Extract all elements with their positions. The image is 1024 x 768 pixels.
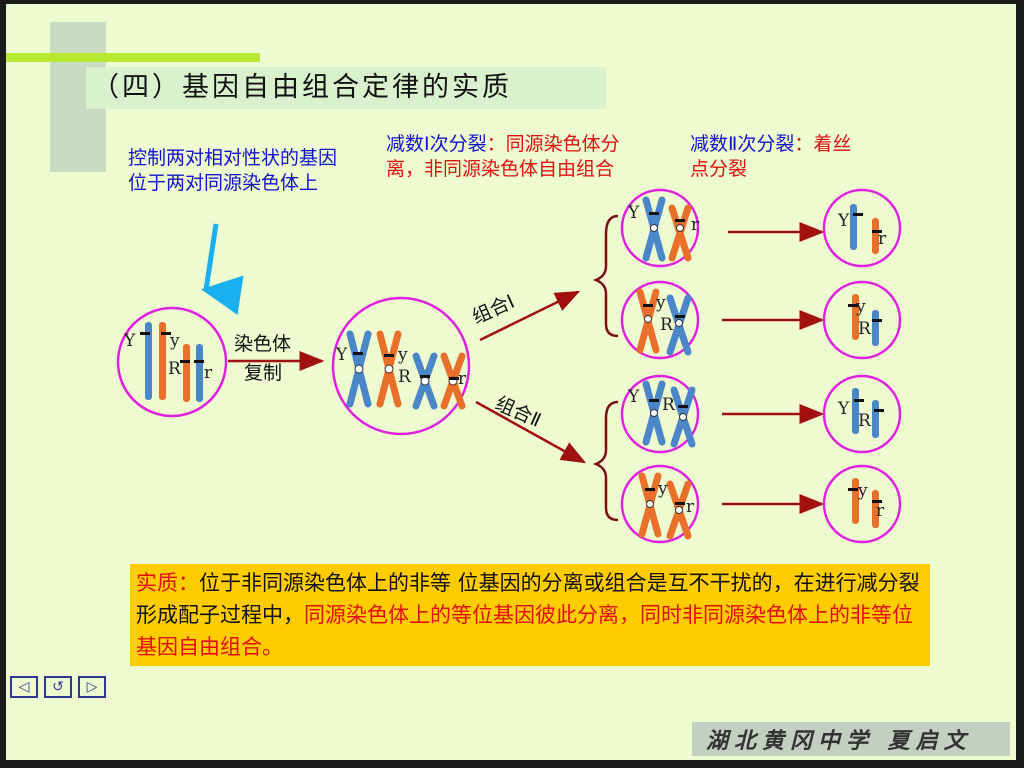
allele-y-replicated: y xyxy=(397,345,408,365)
essence-label: 实质： xyxy=(136,571,199,595)
meiosis1-note: 减数Ⅰ次分裂：同源染色体分离，非同源染色体自由组合 xyxy=(386,132,622,182)
meiosis1-colon: ： xyxy=(486,133,506,155)
secondary-cell-YR-combo1 xyxy=(620,188,700,268)
allele-r-parent: r xyxy=(204,363,213,383)
secondary-cell-YR-combo2 xyxy=(620,374,700,454)
allele-y-gamete2: y xyxy=(855,297,866,317)
essence-text-part2: 同源染色体上的等位基因彼此分离，同时非同源染色体上的非等位基因自由组合。 xyxy=(136,603,913,659)
gamete-YR xyxy=(822,374,902,454)
allele-Y-gamete3: Y xyxy=(837,399,850,419)
meiosis-diagram: Y y R r 染色体 复制 Y y R r xyxy=(116,188,902,544)
allele-r-gamete4: r xyxy=(876,501,885,521)
gamete-yr xyxy=(822,464,902,544)
home-button[interactable]: ↺ xyxy=(44,676,72,698)
intro-note: 控制两对相对性状的基因位于两对同源染色体上 xyxy=(128,147,338,194)
replication-label-line1: 染色体 xyxy=(234,333,291,355)
slide-title: （四）基因自由组合定律的实质 xyxy=(86,67,606,109)
allele-y-secondary4: y xyxy=(657,479,668,499)
slide-navigation: ◁ ↺ ▷ xyxy=(10,676,106,698)
allele-y-secondary2: y xyxy=(655,293,666,313)
meiosis2-colon: ： xyxy=(794,133,814,155)
meiosis1-label: 减数Ⅰ次分裂 xyxy=(386,133,487,155)
combo1-label: 组合Ⅰ xyxy=(469,291,518,329)
brace-combo2 xyxy=(592,400,619,522)
secondary-cell-yr-combo2 xyxy=(620,464,700,544)
slide: （四）基因自由组合定律的实质 控制两对相对性状的基因位于两对同源染色体上 减数Ⅰ… xyxy=(6,4,1016,760)
essence-text-part1: 位于非同源染色体上的非等 位基因的分离或组合是互不干扰的，在进行减分裂形成配子过… xyxy=(136,571,920,627)
allele-y-gamete4: y xyxy=(857,481,868,501)
allele-Y-secondary3: Y xyxy=(627,387,640,407)
brace-combo1 xyxy=(592,214,619,338)
allele-R-gamete2: R xyxy=(858,319,872,339)
secondary-cell-yR-combo1 xyxy=(620,280,700,360)
allele-r-secondary4: r xyxy=(686,497,695,517)
meiosis2-label: 减数Ⅱ次分裂 xyxy=(690,133,795,155)
gamete-yR xyxy=(822,280,902,360)
meiosis2-text: 着丝点分裂 xyxy=(690,133,852,180)
next-slide-button[interactable]: ▷ xyxy=(78,676,106,698)
allele-r-secondary1: r xyxy=(691,215,700,235)
allele-R-gamete3: R xyxy=(858,411,872,431)
decorative-bar-horizontal xyxy=(6,53,260,62)
gamete-Yr xyxy=(822,188,902,268)
parent-cell xyxy=(116,306,228,418)
replicated-cell xyxy=(331,296,471,436)
pointer-arrow xyxy=(201,223,244,316)
allele-R-secondary2: R xyxy=(660,315,674,335)
allele-R-secondary3: R xyxy=(662,395,676,415)
combo2-arrow xyxy=(475,400,587,464)
essence-box: 实质：位于非同源染色体上的非等 位基因的分离或组合是互不干扰的，在进行减分裂形成… xyxy=(130,564,930,666)
author-footer: 湖北黄冈中学 夏启文 xyxy=(692,722,1010,756)
allele-Y-gamete1: Y xyxy=(837,211,850,231)
allele-y-parent: y xyxy=(169,331,180,351)
allele-Y-secondary1: Y xyxy=(627,203,640,223)
replication-label-line2: 复制 xyxy=(244,362,282,384)
allele-R-parent: R xyxy=(168,359,182,379)
allele-R-replicated: R xyxy=(398,367,412,387)
allele-Y-replicated: Y xyxy=(335,345,348,365)
combo1-arrow xyxy=(479,290,581,342)
meiosis1-text: 同源染色体分离，非同源染色体自由组合 xyxy=(386,133,620,180)
meiosis2-note: 减数Ⅱ次分裂：着丝点分裂 xyxy=(690,132,870,182)
prev-slide-button[interactable]: ◁ xyxy=(10,676,38,698)
allele-r-gamete1: r xyxy=(878,229,887,249)
allele-r-replicated: r xyxy=(458,369,467,389)
allele-Y-parent: Y xyxy=(123,331,136,351)
